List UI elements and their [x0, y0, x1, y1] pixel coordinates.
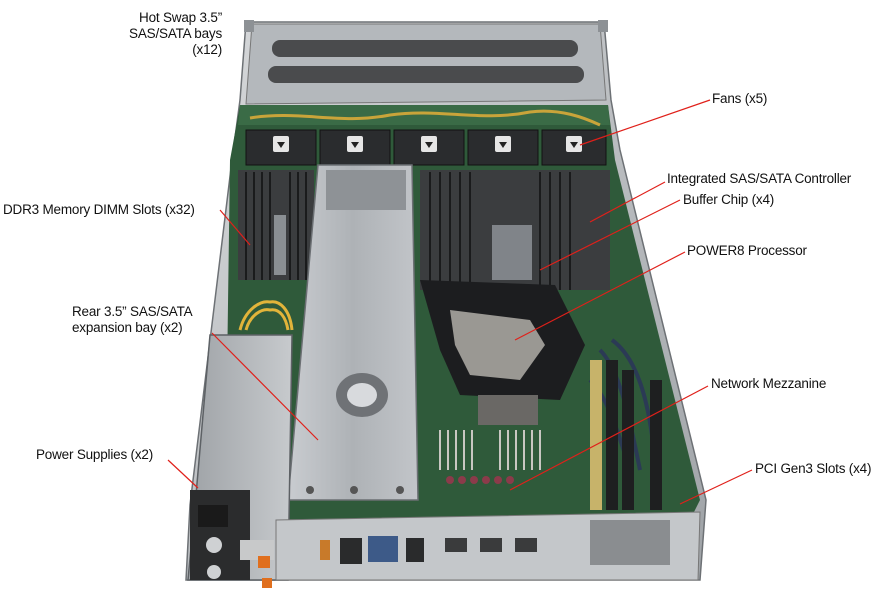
power-supplies — [187, 334, 293, 588]
callout-line-power-supplies — [167, 459, 199, 489]
label-power-supplies: Power Supplies (x2) — [36, 447, 154, 462]
fan-bank — [245, 109, 607, 166]
callout-line-rear-bay — [211, 332, 319, 441]
rear-expansion-bay — [287, 164, 419, 501]
label-sas-controller: Integrated SAS/SATA Controller — [667, 171, 852, 186]
label-hot-swap-line2: SAS/SATA bays — [129, 26, 222, 41]
label-hot-swap-bays: Hot Swap 3.5” SAS/SATA bays (x12) — [104, 10, 222, 58]
dimm-rows-center — [420, 170, 610, 290]
label-rear-bay-line2: expansion bay (x2) — [72, 320, 183, 335]
callout-lines — [167, 99, 753, 505]
label-hot-swap-line1: Hot Swap 3.5” — [139, 10, 222, 25]
callout-line-sas-controller — [589, 181, 666, 223]
label-power8: POWER8 Processor — [687, 243, 807, 258]
callout-line-pci — [679, 469, 753, 505]
callout-line-fans — [579, 99, 711, 146]
callout-line-network — [509, 385, 709, 491]
rear-io-panel — [275, 511, 701, 581]
dimm-rows-left — [238, 170, 314, 280]
label-fans: Fans (x5) — [712, 91, 768, 106]
label-ddr3-dimm: DDR3 Memory DIMM Slots (x32) — [3, 202, 195, 217]
callout-line-ddr3 — [219, 209, 251, 246]
pci-slots — [590, 360, 662, 510]
label-hot-swap-line3: (x12) — [192, 42, 222, 57]
psu-cable — [238, 300, 294, 331]
callout-line-buffer-chip — [539, 199, 681, 271]
label-rear-expansion-bay: Rear 3.5” SAS/SATA expansion bay (x2) — [72, 304, 193, 336]
label-network-mezzanine: Network Mezzanine — [711, 376, 827, 391]
label-pci-slots: PCI Gen3 Slots (x4) — [755, 461, 872, 476]
power8-heatsink — [420, 280, 585, 484]
callout-line-power8 — [514, 251, 686, 341]
label-rear-bay-line1: Rear 3.5” SAS/SATA — [72, 304, 193, 319]
label-buffer-chip: Buffer Chip (x4) — [683, 192, 775, 207]
